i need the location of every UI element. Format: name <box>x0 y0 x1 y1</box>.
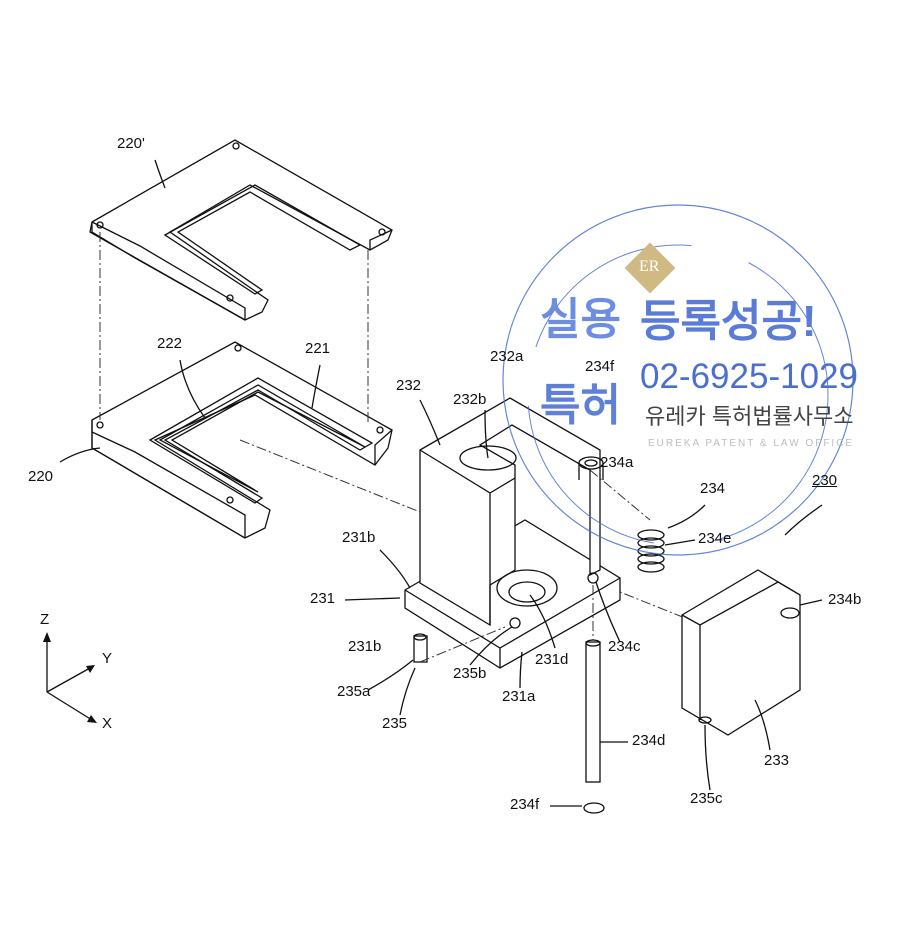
axis-x-label: X <box>102 716 112 733</box>
watermark-line1b: 특허 <box>540 382 621 430</box>
label-234f-top: 234f <box>585 359 614 376</box>
label-222: 222 <box>157 336 182 353</box>
watermark-logo: ER <box>639 258 659 276</box>
label-233: 233 <box>764 753 789 770</box>
plate-220 <box>92 342 392 538</box>
axis-z-label: Z <box>40 612 49 629</box>
label-220-prime: 220' <box>117 136 145 153</box>
coordinate-axes <box>43 632 97 723</box>
label-231b-top: 231b <box>342 530 375 547</box>
label-221: 221 <box>305 341 330 358</box>
label-235c: 235c <box>690 791 723 808</box>
label-234e: 234e <box>698 531 731 548</box>
watermark-line1a: 실용 <box>540 296 621 344</box>
label-232b: 232b <box>453 392 486 409</box>
axis-y-label: Y <box>102 651 112 668</box>
watermark-firm-ko: 유레카 특허법률사무소 <box>645 405 854 429</box>
label-234: 234 <box>700 481 725 498</box>
block-233 <box>682 570 800 735</box>
label-231b-bottom: 231b <box>348 639 381 656</box>
label-235: 235 <box>382 716 407 733</box>
label-231: 231 <box>310 591 335 608</box>
watermark-phone: 02-6925-1029 <box>640 358 858 397</box>
label-220: 220 <box>28 469 53 486</box>
label-231d: 231d <box>535 652 568 669</box>
plate-220-prime <box>90 140 392 320</box>
label-234f-bottom: 234f <box>510 797 539 814</box>
label-232a: 232a <box>490 349 523 366</box>
watermark-headline: 등록성공! <box>640 298 817 346</box>
label-234a: 234a <box>600 455 633 472</box>
label-234b: 234b <box>828 592 861 609</box>
label-230: 230 <box>812 473 837 490</box>
label-234d: 234d <box>632 733 665 750</box>
label-231a: 231a <box>502 689 535 706</box>
label-235a: 235a <box>337 684 370 701</box>
label-235b: 235b <box>453 666 486 683</box>
label-232: 232 <box>396 378 421 395</box>
watermark-firm-en: EUREKA PATENT & LAW OFFICE <box>648 438 854 449</box>
label-234c: 234c <box>608 639 641 656</box>
